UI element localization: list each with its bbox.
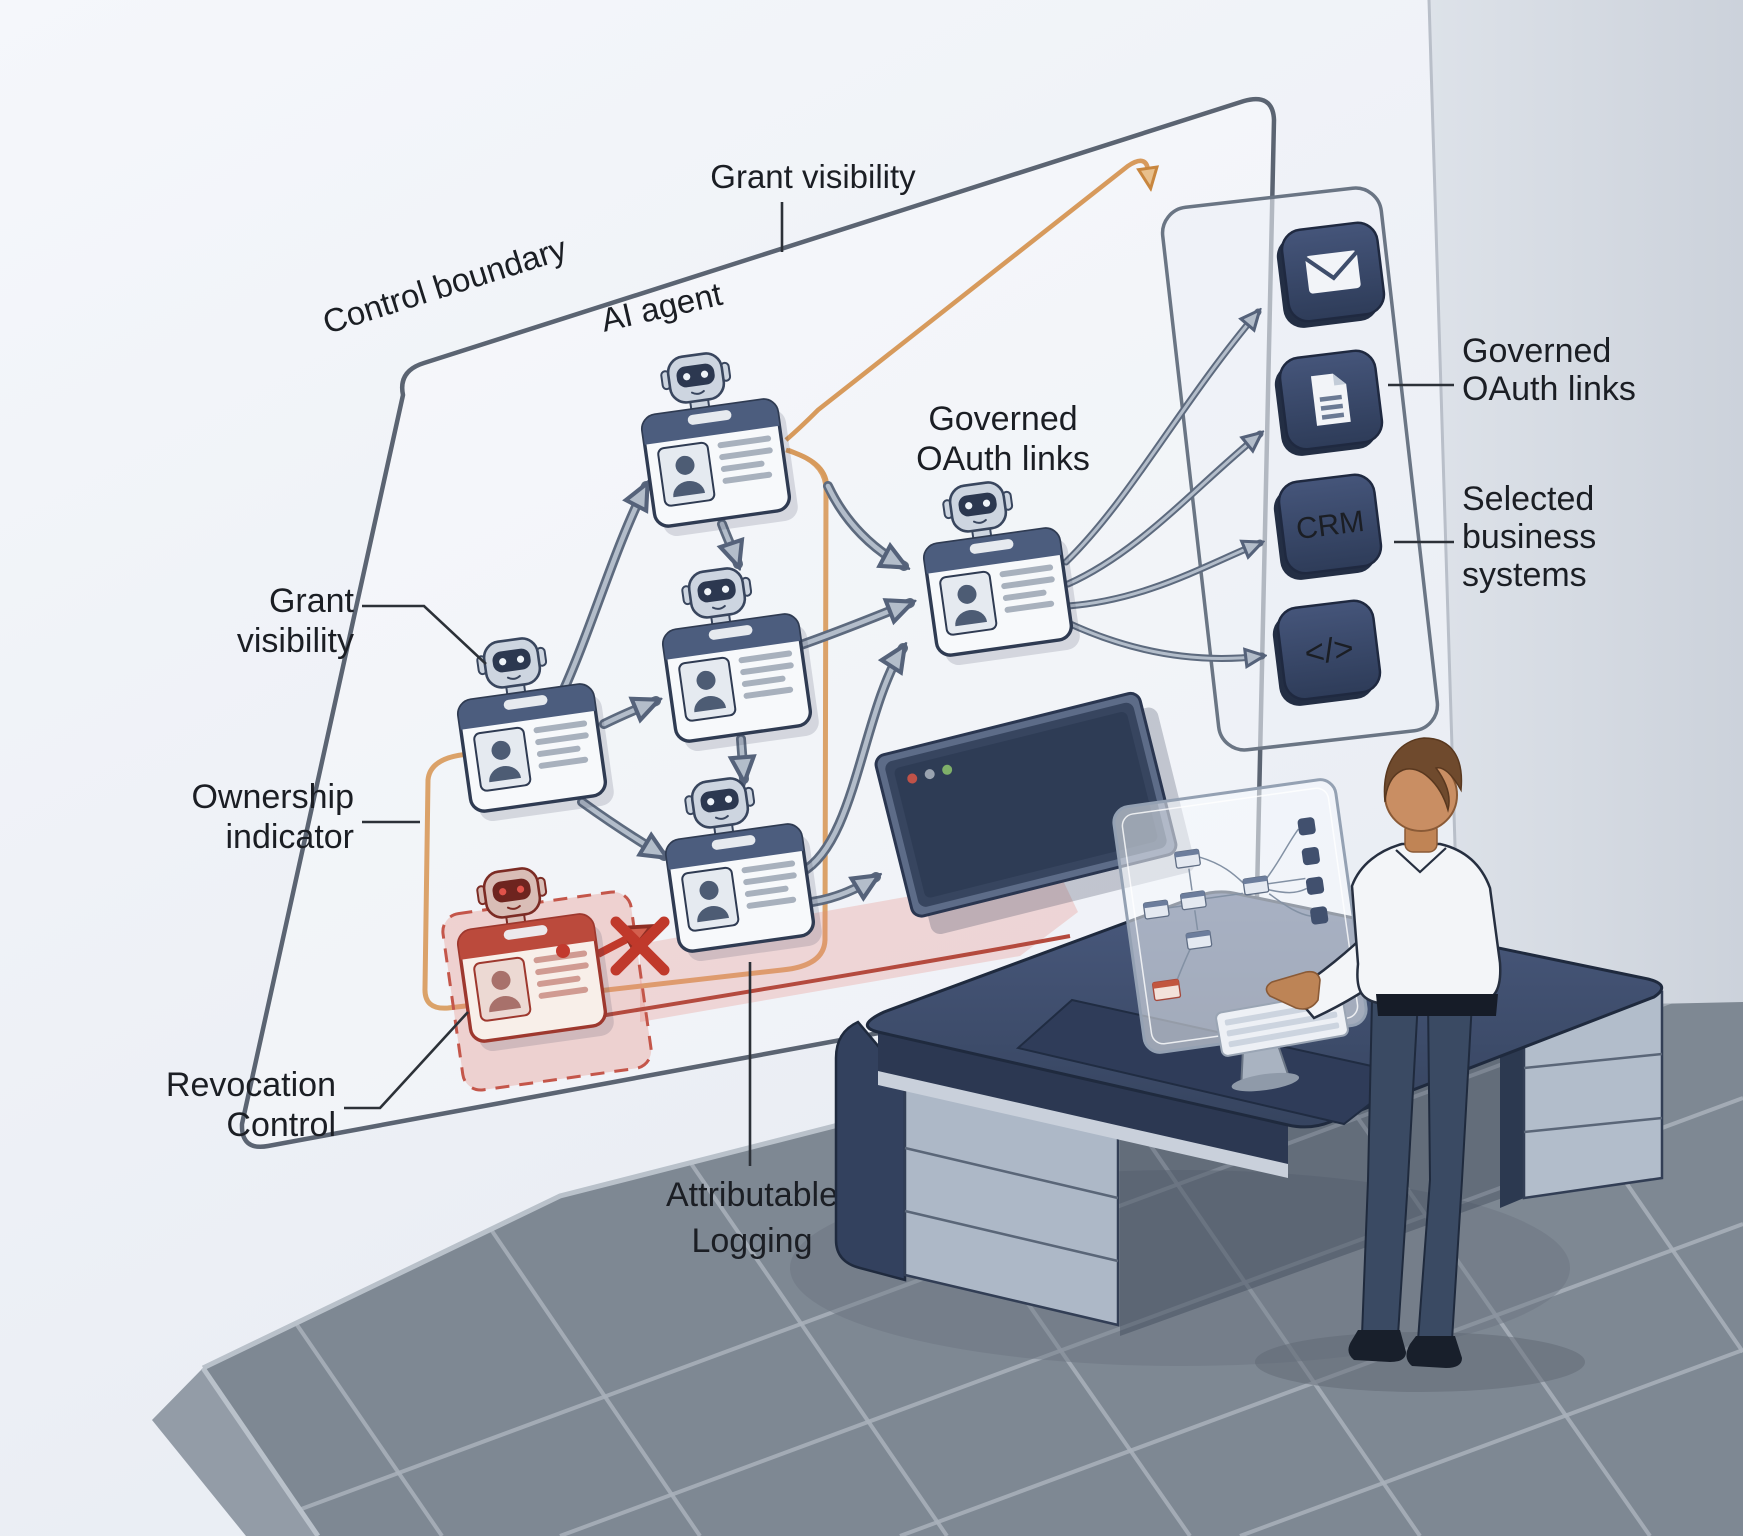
wall-corner — [1427, 0, 1462, 1009]
label-governed-right-1: Governed — [1462, 332, 1611, 370]
mini-system-icons — [1297, 817, 1329, 925]
close-dot — [907, 773, 918, 784]
label-attributable-2: Logging — [691, 1222, 812, 1260]
email-icon — [1276, 221, 1386, 328]
system-icons: CRM </> — [1272, 221, 1386, 706]
label-grant-left-2: visibility — [237, 622, 354, 660]
label-selected-3: systems — [1462, 556, 1587, 594]
desk-mat — [1015, 998, 1411, 1126]
mini-agent-nodes — [1142, 848, 1270, 1002]
person-hand — [1265, 970, 1321, 1010]
label-revocation-2: Control — [226, 1106, 336, 1144]
minimize-dot — [924, 769, 935, 780]
label-revocation-1: Revocation — [166, 1066, 336, 1104]
person-shoe-left — [1348, 1330, 1406, 1362]
desk-front-band — [878, 1032, 1288, 1172]
person-hair — [1383, 737, 1463, 813]
desk-silver-trim — [878, 1071, 1288, 1178]
grant-visibility-path — [784, 158, 1150, 442]
person-legs — [1360, 998, 1474, 1341]
crm-icon: CRM — [1273, 473, 1383, 580]
code-icon: </> — [1272, 599, 1382, 706]
code-label: </> — [1302, 629, 1355, 673]
leader-revocation — [344, 1011, 469, 1110]
person-belt — [1376, 994, 1498, 1016]
label-ownership-1: Ownership — [191, 778, 354, 816]
left-drawer-unit — [834, 1020, 1120, 1327]
revocation-path — [599, 934, 1071, 1018]
person-shoe-right — [1406, 1336, 1462, 1368]
revoked-indicator-dot — [556, 944, 570, 958]
labels: Control boundary AI agent Grant visibili… — [166, 158, 1636, 1260]
label-ownership-2: indicator — [225, 818, 354, 856]
label-selected-1: Selected — [1462, 480, 1594, 518]
label-attributable-1: Attributable — [666, 1176, 838, 1214]
person-collar — [1395, 847, 1447, 874]
terminal-window — [874, 691, 1195, 935]
revoked-arrow — [596, 916, 670, 976]
label-grant-visibility-top: Grant visibility — [710, 158, 916, 195]
person — [1265, 737, 1502, 1368]
revoked-x-icon — [610, 916, 670, 976]
label-governed-center-2: OAuth links — [916, 440, 1090, 478]
label-grant-left-1: Grant — [269, 582, 355, 620]
label-selected-2: business — [1462, 518, 1596, 556]
leader-grant-left — [362, 604, 487, 665]
label-governed-center-1: Governed — [928, 400, 1077, 438]
right-wall — [1429, 0, 1743, 1012]
label-governed-right-2: OAuth links — [1462, 370, 1636, 408]
document-icon — [1274, 349, 1384, 456]
right-drawer-unit — [1500, 990, 1664, 1208]
maximize-dot — [942, 764, 953, 775]
floor-edge-face — [152, 1368, 318, 1536]
person-shirt — [1350, 842, 1502, 1006]
mini-flow-diagram — [1142, 817, 1329, 1002]
